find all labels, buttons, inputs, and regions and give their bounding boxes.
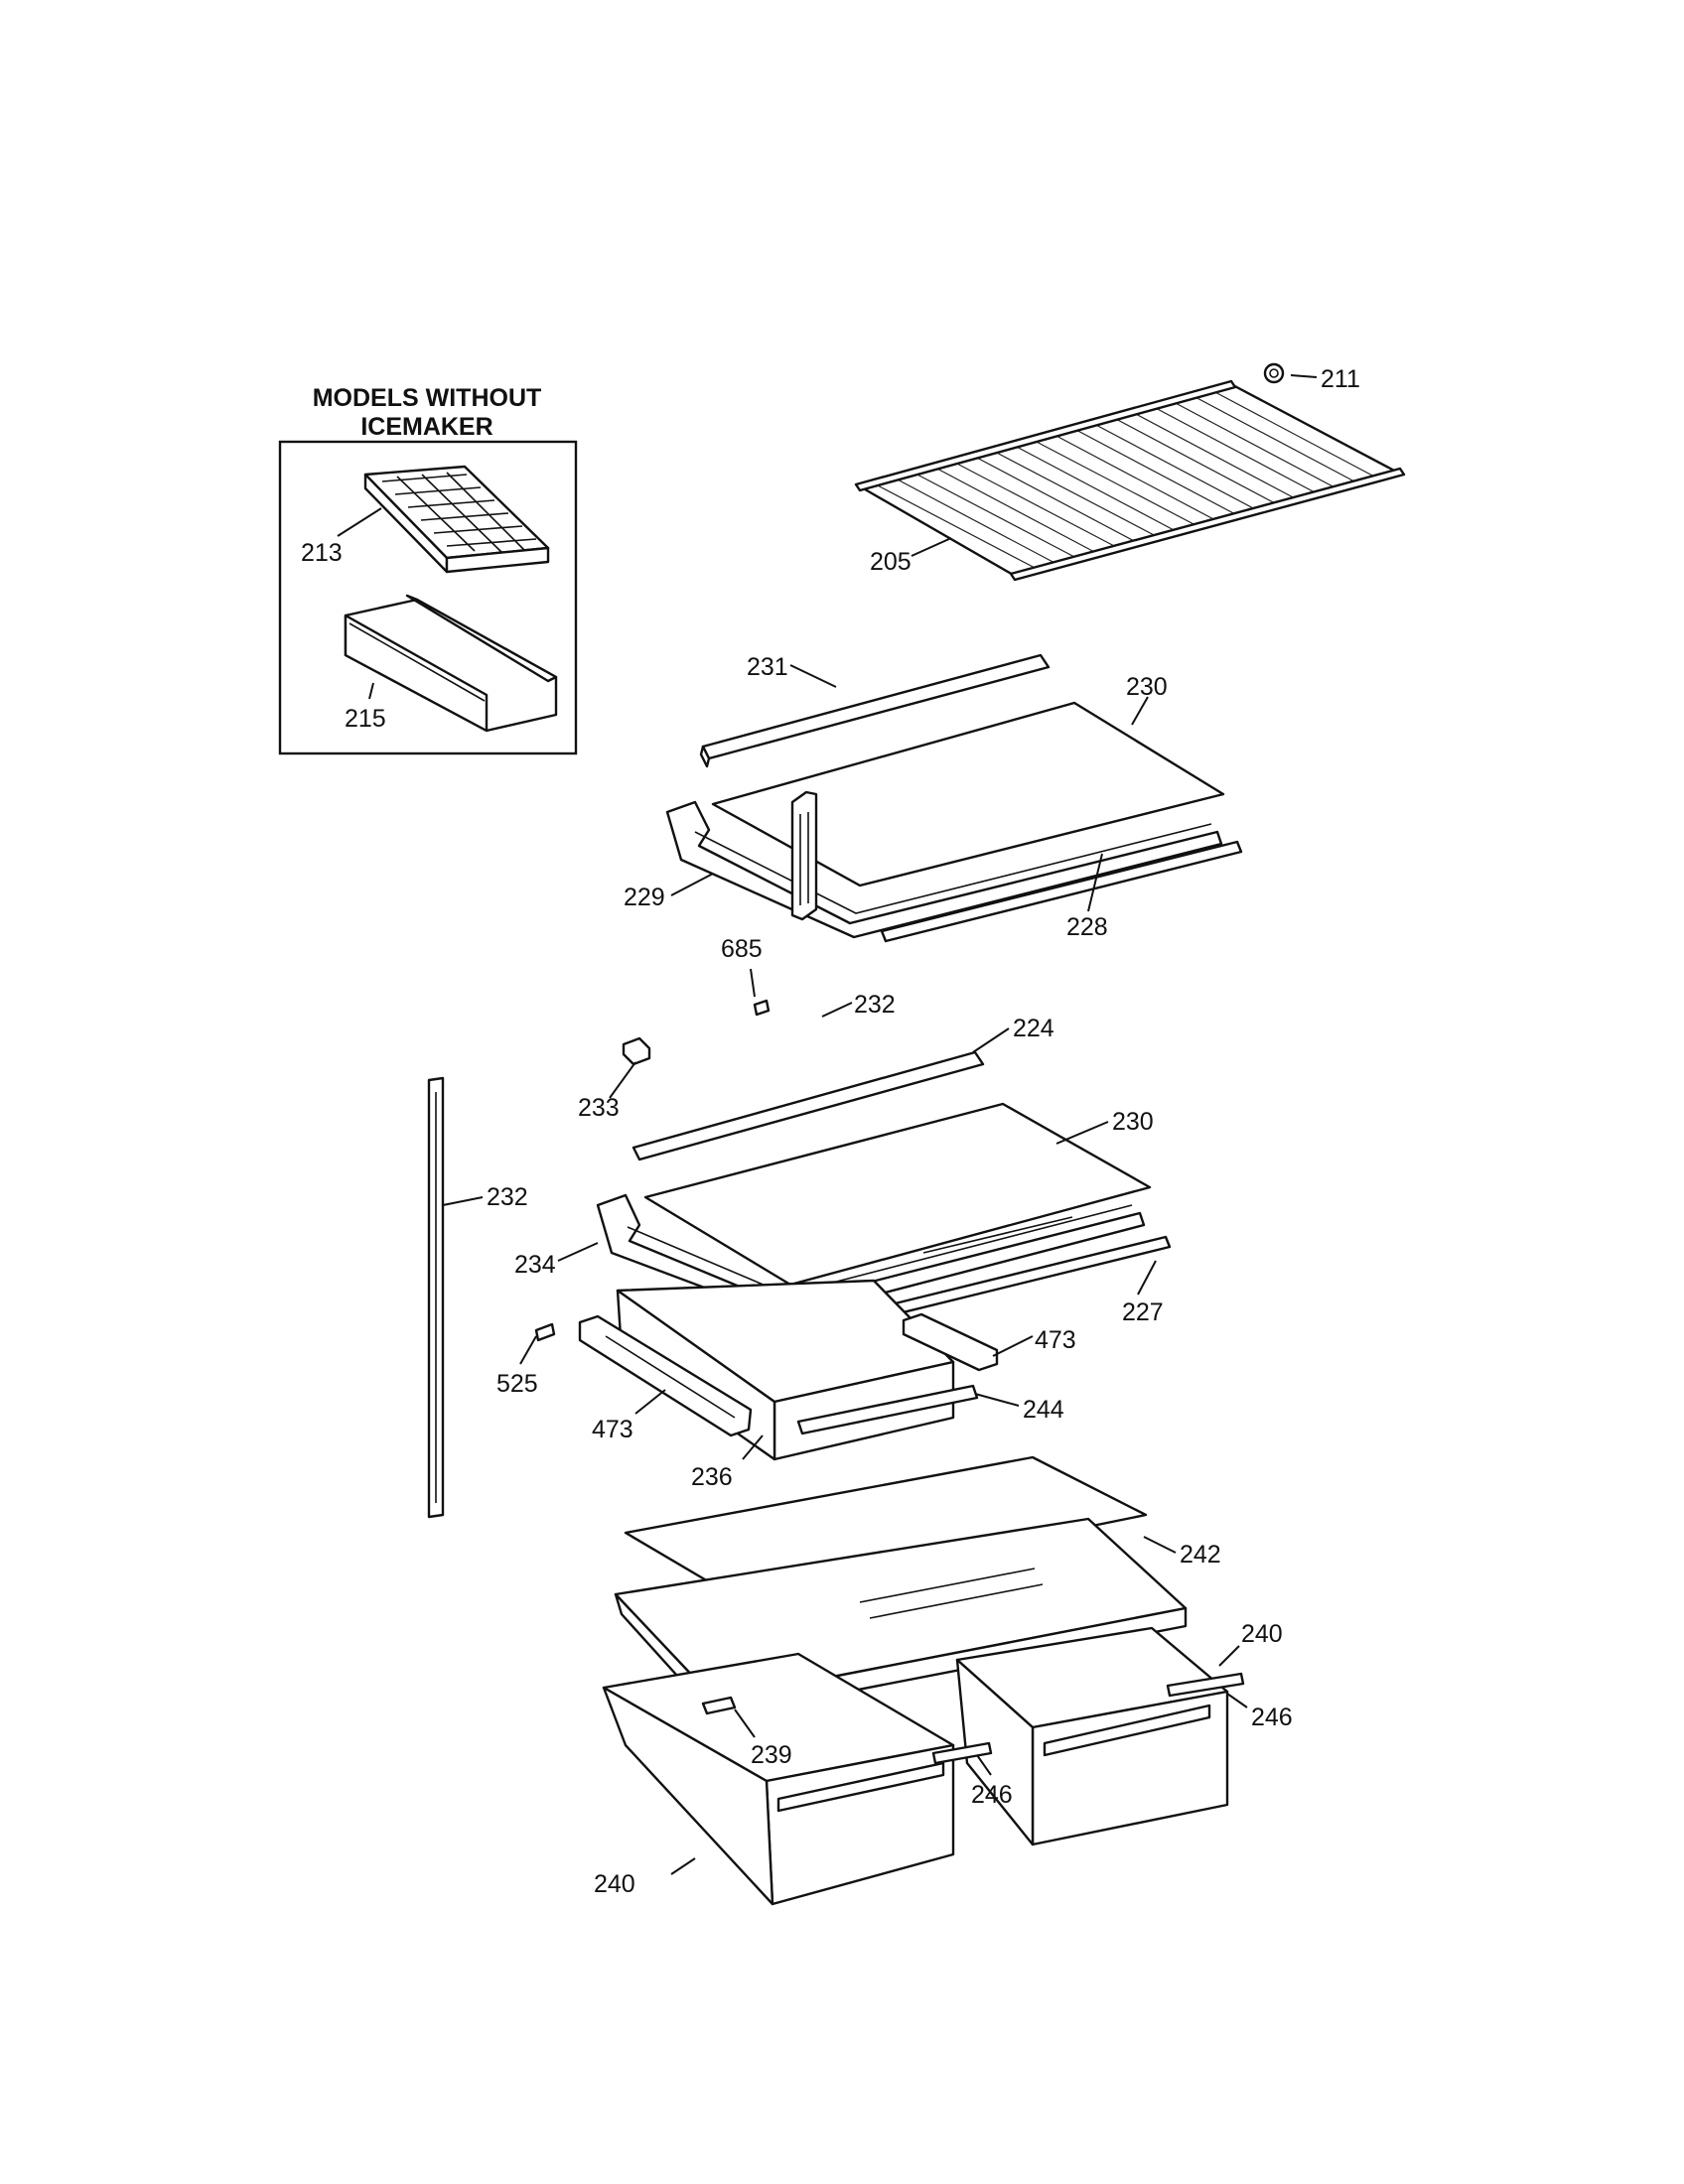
callout-224: 224 bbox=[1013, 1015, 1054, 1042]
callout-227: 227 bbox=[1122, 1298, 1164, 1326]
wire-shelf-part bbox=[854, 362, 1406, 582]
callout-230-lower: 230 bbox=[1112, 1108, 1154, 1136]
inset-frame bbox=[278, 440, 578, 755]
inset-panel: MODELS WITHOUT ICEMAKER bbox=[278, 384, 578, 755]
nut-part bbox=[1263, 362, 1285, 384]
ice-tray-part bbox=[363, 465, 550, 574]
callout-labels: 211 205 213 215 231 230 229 228 685 232 … bbox=[301, 365, 1360, 1898]
callout-240-left: 240 bbox=[594, 1870, 635, 1898]
callout-230-upper: 230 bbox=[1126, 673, 1168, 701]
callout-213: 213 bbox=[301, 539, 343, 567]
callout-229: 229 bbox=[624, 884, 665, 911]
callout-236: 236 bbox=[691, 1463, 733, 1491]
callout-246-right: 246 bbox=[1251, 1704, 1293, 1731]
callout-232-short: 232 bbox=[854, 991, 896, 1019]
drawer-handle-part bbox=[1166, 1672, 1245, 1698]
callout-211: 211 bbox=[1321, 365, 1360, 393]
crisper-drawers bbox=[602, 1626, 1245, 1906]
inset-title-line1: MODELS WITHOUT bbox=[313, 384, 542, 412]
storage-bin-part bbox=[344, 594, 558, 733]
callout-215: 215 bbox=[345, 705, 386, 733]
callout-473-left: 473 bbox=[592, 1416, 633, 1443]
drawer-handle-part bbox=[931, 1741, 993, 1765]
leader-lines bbox=[337, 374, 1318, 1875]
callout-246-left: 246 bbox=[971, 1781, 1013, 1809]
callout-242: 242 bbox=[1180, 1541, 1221, 1569]
callout-231: 231 bbox=[747, 653, 788, 681]
callout-525: 525 bbox=[496, 1370, 538, 1398]
callout-228: 228 bbox=[1066, 913, 1108, 941]
callout-473-right: 473 bbox=[1035, 1326, 1076, 1354]
callout-239: 239 bbox=[751, 1741, 792, 1769]
callout-233: 233 bbox=[578, 1094, 620, 1122]
callout-240-right: 240 bbox=[1241, 1620, 1283, 1648]
callout-234: 234 bbox=[514, 1251, 556, 1279]
callout-244: 244 bbox=[1023, 1396, 1064, 1424]
callout-232-long: 232 bbox=[487, 1183, 528, 1211]
callout-205: 205 bbox=[870, 548, 912, 576]
callout-685: 685 bbox=[721, 935, 763, 963]
inset-title-line2: ICEMAKER bbox=[360, 413, 492, 441]
mid-hardware bbox=[427, 790, 818, 1519]
